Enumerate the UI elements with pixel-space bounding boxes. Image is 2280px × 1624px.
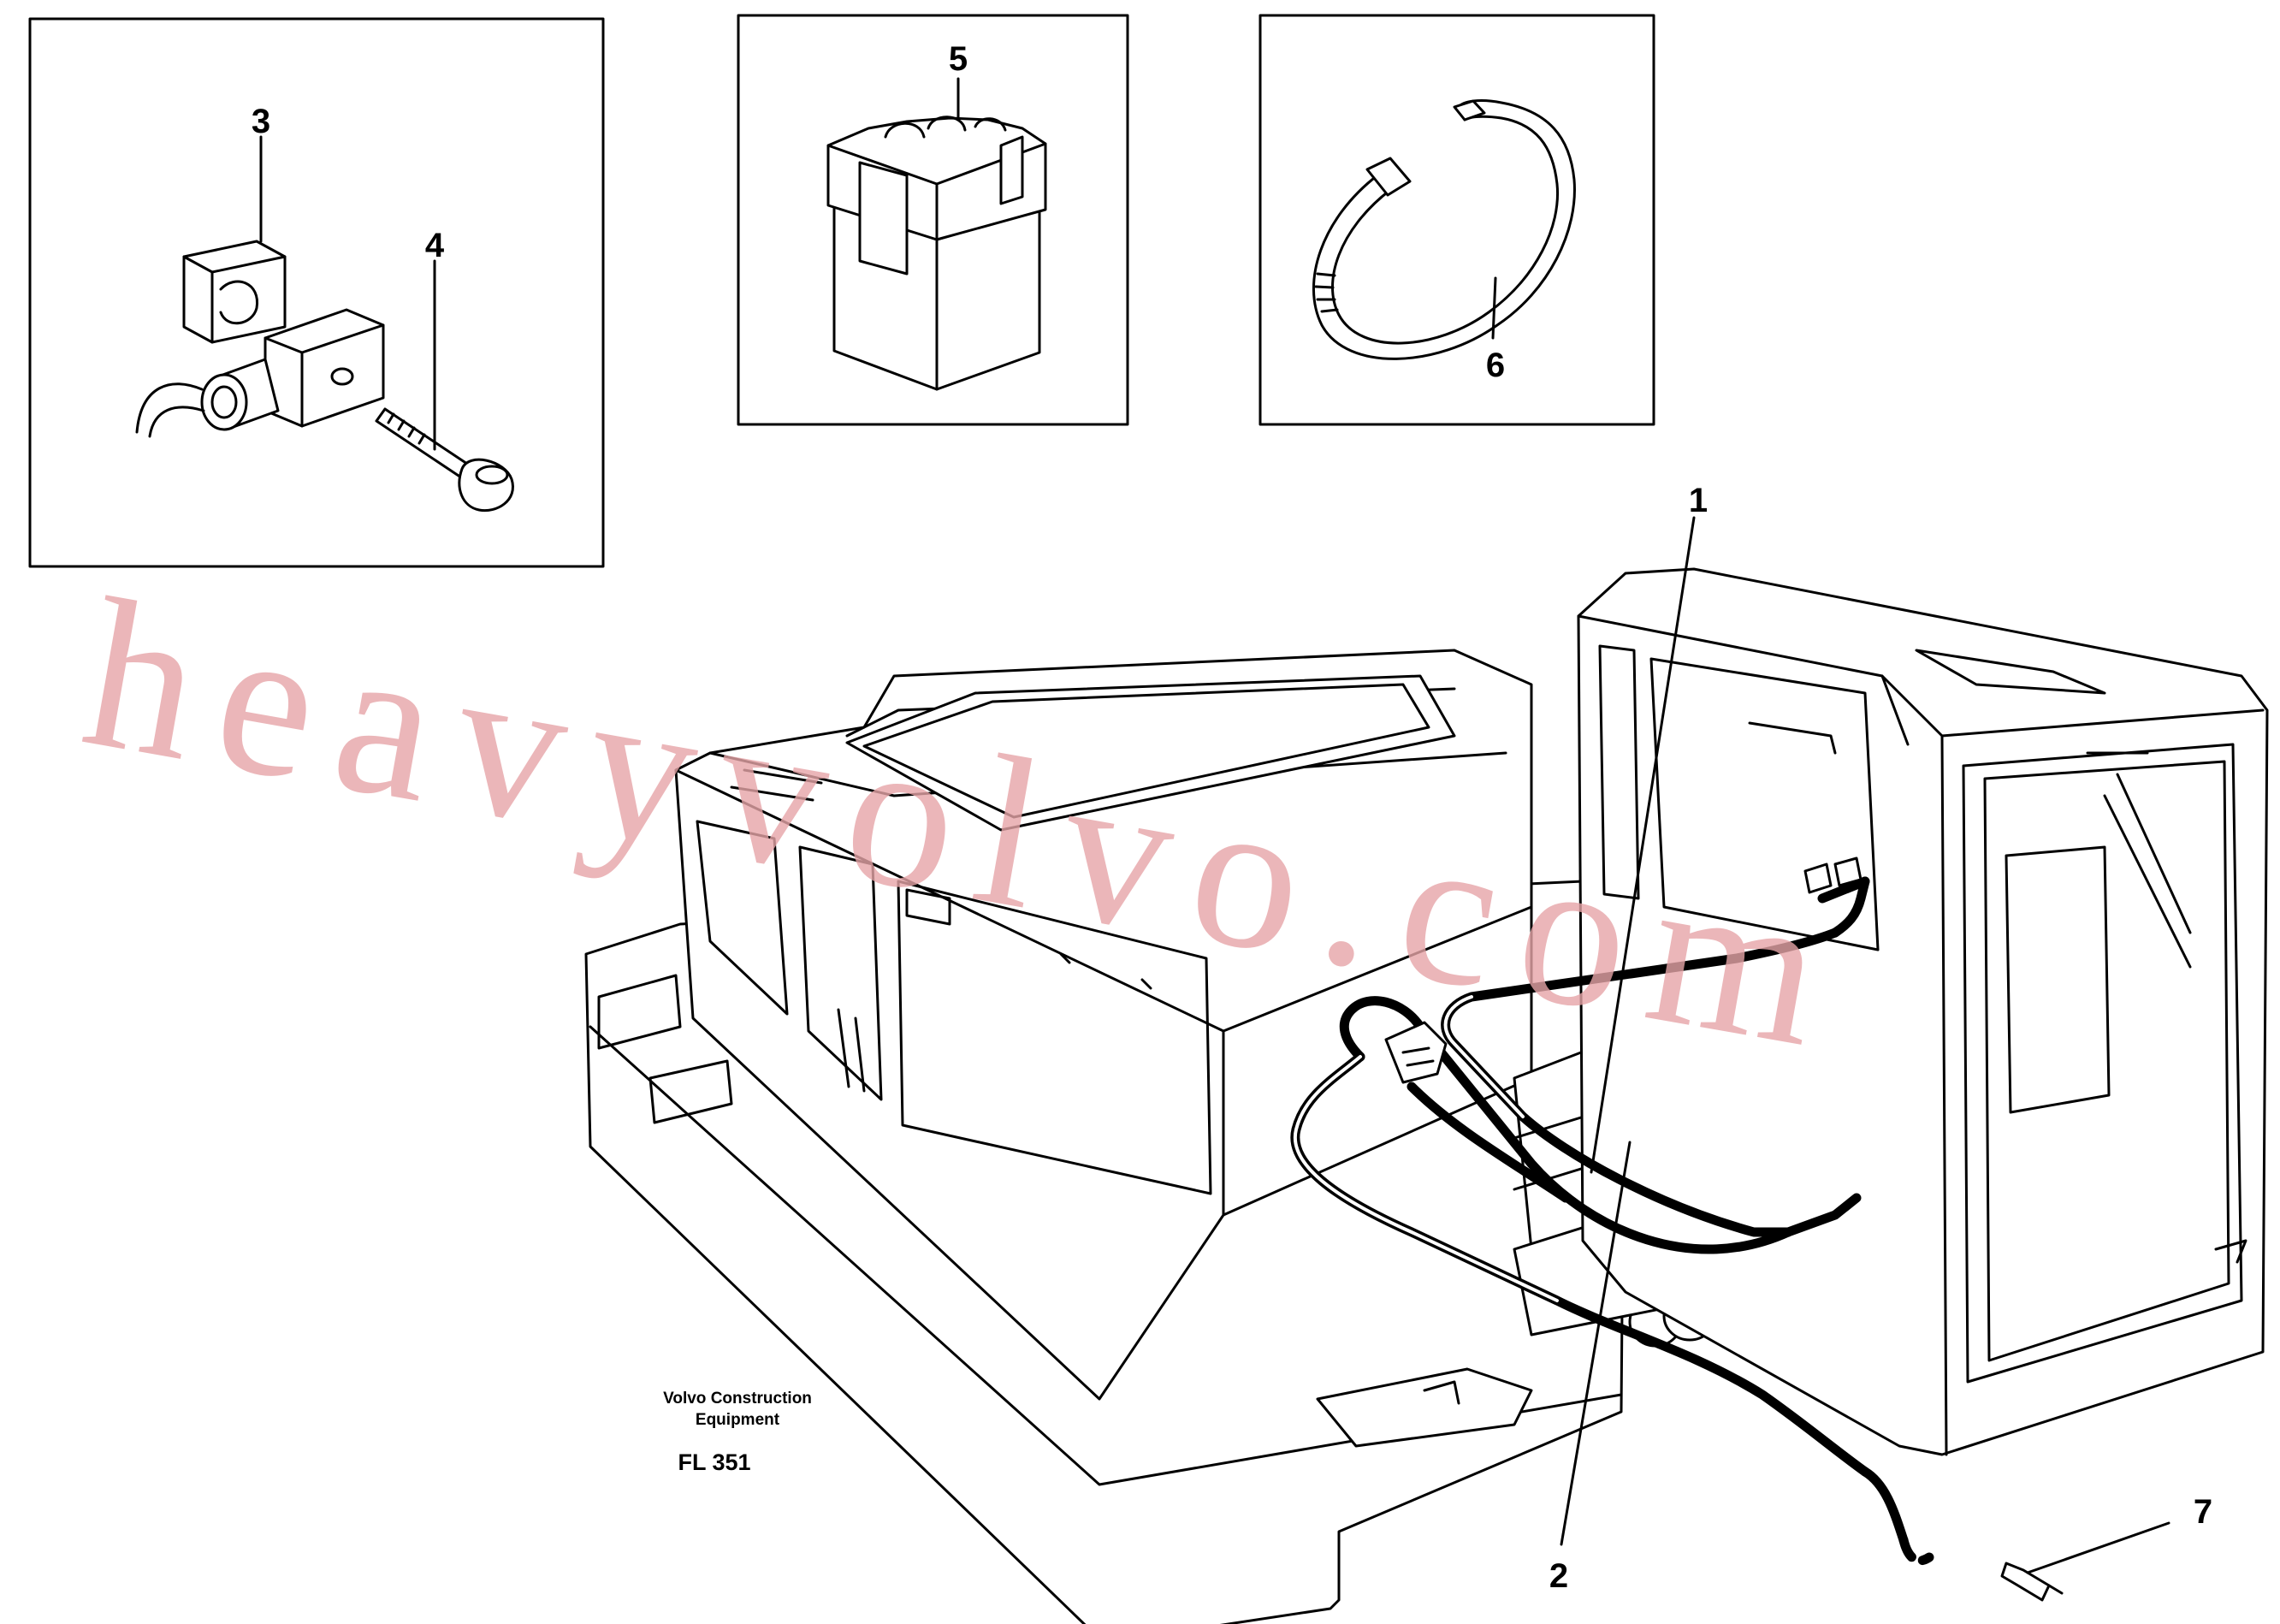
engine-hood <box>674 649 1533 1401</box>
inset-relay-frame <box>737 14 1129 426</box>
connector-b <box>1833 856 1862 887</box>
cable-tie <box>1312 99 1576 360</box>
leader-1 <box>1590 516 1696 1174</box>
leader-7 <box>2026 1521 2170 1574</box>
callout-7: 7 <box>2194 1493 2212 1531</box>
inset-sensor: 3 4 <box>28 17 605 568</box>
inset-cable-tie: 6 <box>1258 14 1655 426</box>
leader-2 <box>1560 1141 1632 1546</box>
callout-4: 4 <box>425 227 445 264</box>
callout-6: 6 <box>1486 347 1505 384</box>
callout-2: 2 <box>1549 1557 1568 1595</box>
callout-3: 3 <box>252 103 270 140</box>
harness-cluster <box>1384 1021 1448 1084</box>
inset-relay-cover: 5 <box>737 14 1129 426</box>
sensor-connector <box>135 358 280 438</box>
callout-1: 1 <box>1689 482 1708 519</box>
figure-code: FL 351 <box>678 1449 750 1475</box>
cable-harness <box>1290 856 2064 1602</box>
inset-cable-tie-frame <box>1258 14 1655 426</box>
manufacturer-line1: Volvo Construction <box>663 1390 812 1408</box>
manufacturer-line2: Equipment <box>696 1411 780 1429</box>
inset-sensor-frame <box>28 17 605 568</box>
relay-cover <box>826 116 1047 391</box>
leader-6 <box>1491 276 1497 340</box>
end-plug <box>2000 1562 2051 1602</box>
connector-a <box>1803 862 1833 894</box>
clamp-block <box>182 240 287 344</box>
callout-5: 5 <box>949 40 968 78</box>
screw <box>375 407 514 513</box>
sensor-body <box>264 308 385 428</box>
